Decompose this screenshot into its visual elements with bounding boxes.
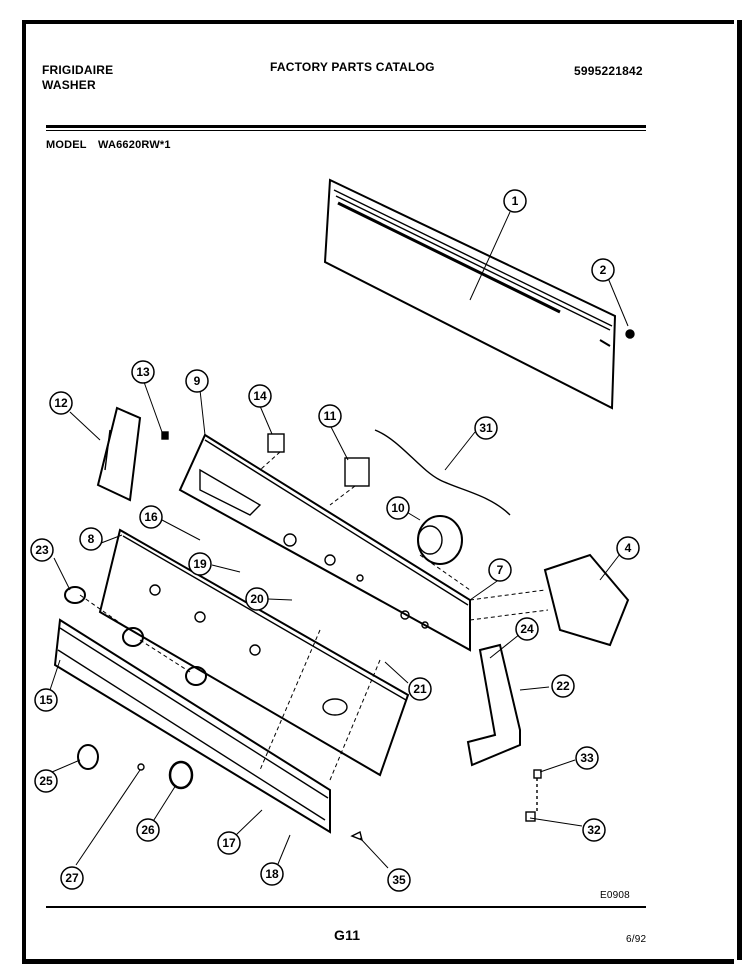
callout-15: 15 xyxy=(34,688,58,712)
callout-7: 7 xyxy=(488,558,512,582)
svg-text:25: 25 xyxy=(39,774,53,788)
callout-23: 23 xyxy=(30,538,54,562)
callout-22: 22 xyxy=(551,674,575,698)
svg-text:17: 17 xyxy=(222,836,236,850)
svg-text:16: 16 xyxy=(144,510,158,524)
footer-rule xyxy=(46,906,646,908)
callout-32: 32 xyxy=(582,818,606,842)
callout-13: 13 xyxy=(131,360,155,384)
svg-text:14: 14 xyxy=(253,389,267,403)
lower-trim-part xyxy=(53,618,331,834)
page-frame xyxy=(22,20,734,964)
callout-19: 19 xyxy=(188,552,212,576)
top-panel-part xyxy=(323,178,635,410)
svg-text:10: 10 xyxy=(391,501,405,515)
switch-part-11 xyxy=(344,457,370,487)
svg-text:11: 11 xyxy=(324,409,337,423)
knob-parts xyxy=(64,586,207,790)
valve-part-4 xyxy=(543,553,630,647)
callout-24: 24 xyxy=(515,617,539,641)
callout-10: 10 xyxy=(386,496,410,520)
bracket-part-12 xyxy=(96,406,142,502)
callout-35: 35 xyxy=(387,868,411,892)
brand-label: FRIGIDAIRE xyxy=(42,63,114,77)
svg-text:2: 2 xyxy=(600,263,607,277)
page-number: G11 xyxy=(334,927,361,943)
svg-text:18: 18 xyxy=(265,867,279,881)
callout-1: 1 xyxy=(503,189,527,213)
header-rule-top xyxy=(46,125,646,128)
control-panel-part xyxy=(98,528,410,777)
callout-33: 33 xyxy=(575,746,599,770)
svg-text:8: 8 xyxy=(88,532,95,546)
bracket-part-22 xyxy=(466,643,521,767)
callout-21: 21 xyxy=(408,677,432,701)
svg-text:23: 23 xyxy=(35,543,49,557)
callout-8: 8 xyxy=(79,527,103,551)
header-rule-bottom xyxy=(46,130,646,131)
svg-text:21: 21 xyxy=(413,682,427,696)
product-label: WASHER xyxy=(42,78,96,92)
catalog-title: FACTORY PARTS CATALOG xyxy=(270,60,435,74)
svg-text:19: 19 xyxy=(193,557,207,571)
part-33 xyxy=(533,769,542,779)
callout-16: 16 xyxy=(139,505,163,529)
svg-text:20: 20 xyxy=(250,592,264,606)
callout-27: 27 xyxy=(60,866,84,890)
svg-text:15: 15 xyxy=(39,693,53,707)
callout-11: 11 xyxy=(318,404,342,428)
svg-text:31: 31 xyxy=(479,421,493,435)
console-panel-part xyxy=(178,433,471,652)
switch-part-14 xyxy=(267,433,285,453)
clip-part-13 xyxy=(161,431,169,440)
callout-12: 12 xyxy=(49,391,73,415)
svg-text:22: 22 xyxy=(556,679,570,693)
model-number: WA6620RW*1 xyxy=(98,139,171,151)
callout-17: 17 xyxy=(217,831,241,855)
callout-14: 14 xyxy=(248,384,272,408)
svg-text:35: 35 xyxy=(392,873,406,887)
wire-harness-part-31 xyxy=(374,429,511,516)
part-32 xyxy=(525,811,536,822)
callout-4: 4 xyxy=(616,536,640,560)
callout-18: 18 xyxy=(260,862,284,886)
drawing-code: E0908 xyxy=(600,890,630,901)
svg-text:7: 7 xyxy=(497,563,504,577)
page-frame-right xyxy=(737,20,742,960)
revision-date: 6/92 xyxy=(626,934,647,945)
timer-part-10 xyxy=(417,515,463,565)
svg-text:32: 32 xyxy=(587,823,601,837)
callout-20: 20 xyxy=(245,587,269,611)
svg-text:26: 26 xyxy=(141,823,155,837)
svg-text:12: 12 xyxy=(54,396,68,410)
svg-text:33: 33 xyxy=(580,751,594,765)
callout-2: 2 xyxy=(591,258,615,282)
svg-text:9: 9 xyxy=(194,374,201,388)
callout-9: 9 xyxy=(185,369,209,393)
svg-text:27: 27 xyxy=(65,871,79,885)
callout-31: 31 xyxy=(474,416,498,440)
catalog-number: 5995221842 xyxy=(574,64,643,78)
svg-text:4: 4 xyxy=(625,541,632,555)
callout-markers: 1 2 4 7 8 9 10 11 12 13 14 15 16 19 20 2… xyxy=(30,189,640,892)
part-35 xyxy=(350,830,364,842)
svg-text:13: 13 xyxy=(136,365,150,379)
model-label: MODEL xyxy=(46,139,87,151)
svg-text:1: 1 xyxy=(512,194,519,208)
callout-25: 25 xyxy=(34,769,58,793)
callout-26: 26 xyxy=(136,818,160,842)
svg-text:24: 24 xyxy=(520,622,534,636)
